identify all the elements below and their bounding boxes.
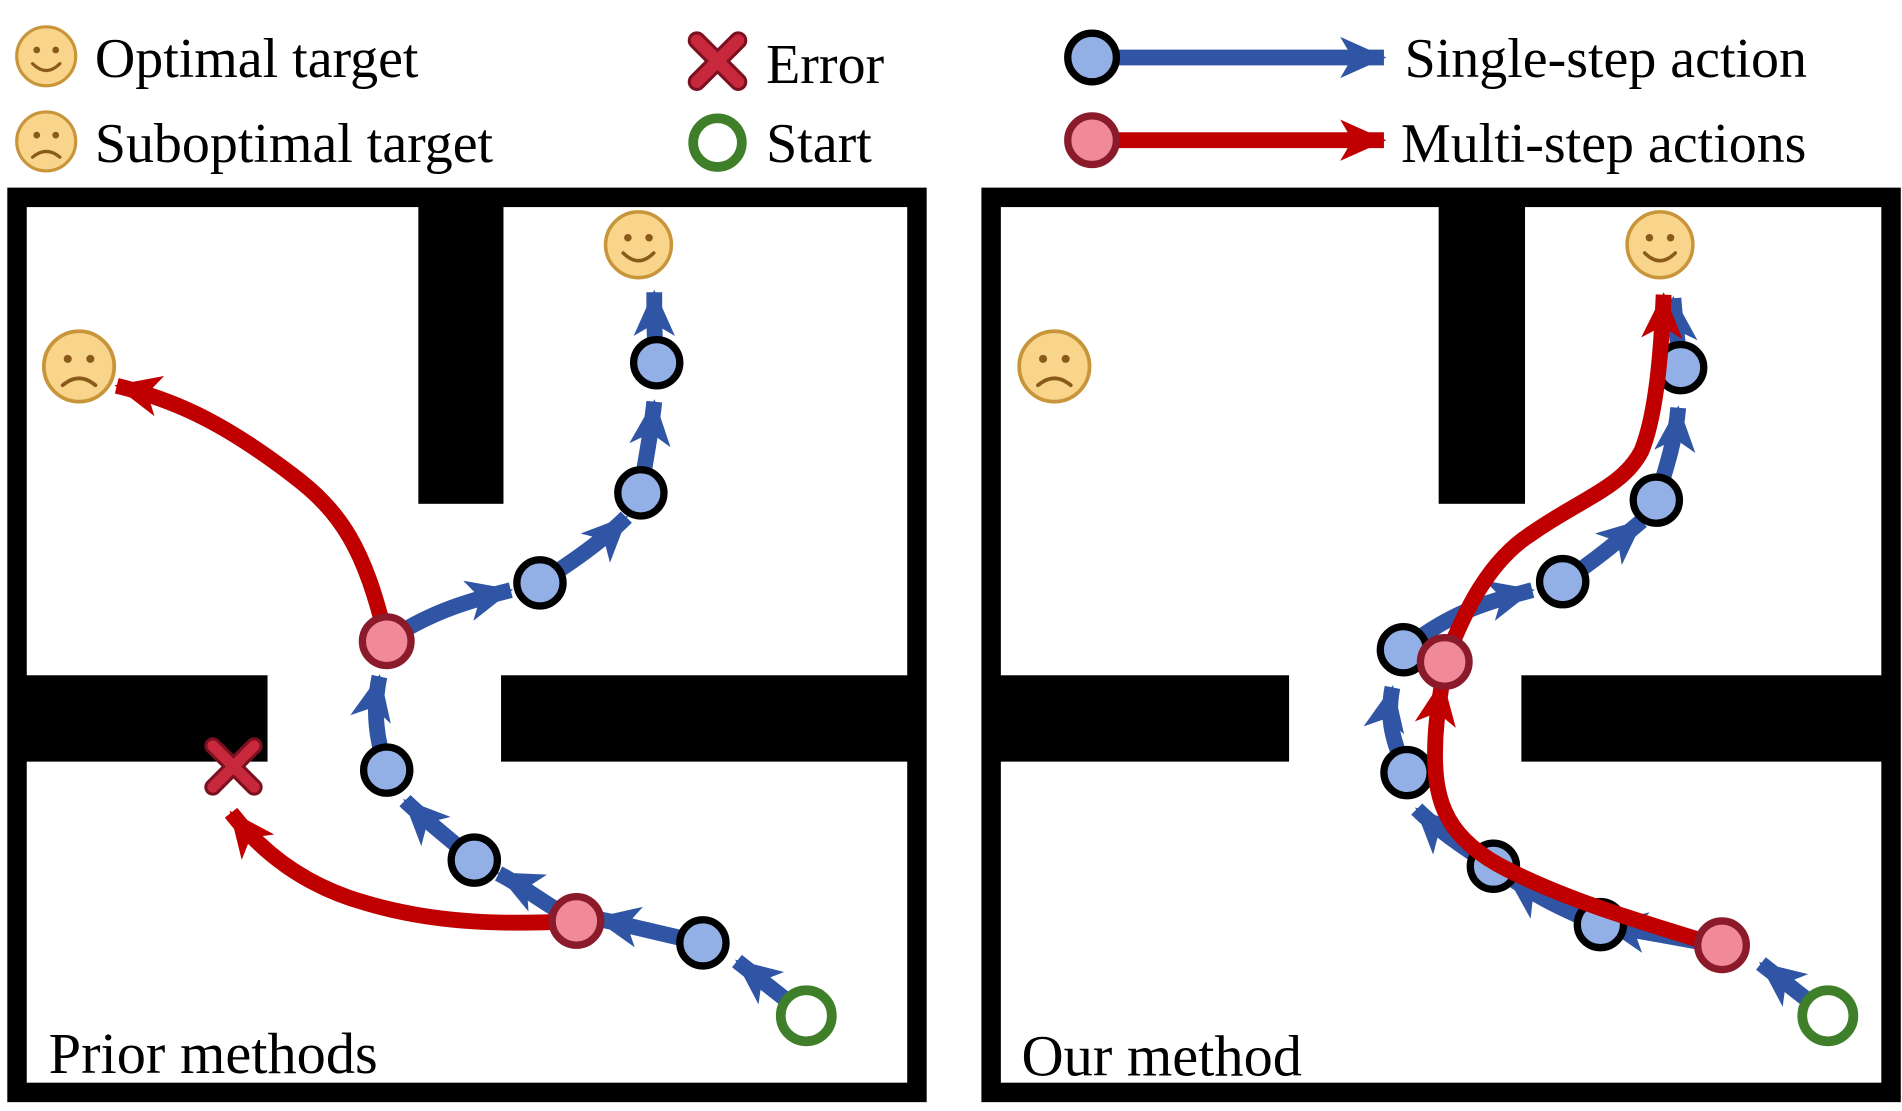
legend-suboptimal-label: Suboptimal target (95, 113, 494, 175)
single-step-node (614, 466, 668, 520)
multi-step-node (548, 892, 605, 949)
start-circle-icon (1797, 985, 1859, 1047)
panel-label-prior: Prior methods (49, 1021, 378, 1086)
start-circle-icon (688, 113, 747, 172)
single-step-node (1535, 554, 1590, 609)
legend-single-label: Single-step action (1405, 28, 1807, 90)
maze-wall (501, 675, 917, 762)
optimal-target-icon (603, 210, 674, 280)
legend: Optimal target Suboptimal target Error S… (15, 25, 1807, 175)
smiley-face-icon (15, 25, 78, 88)
maze-wall (991, 675, 1290, 762)
suboptimal-target-icon (41, 329, 117, 404)
multi-step-node (1416, 633, 1473, 690)
panel-label-ours: Our method (1022, 1023, 1302, 1088)
multi-step-node (1694, 917, 1750, 974)
single-step-node (629, 335, 684, 390)
legend-start-label: Start (766, 113, 872, 175)
single-step-node (676, 916, 730, 970)
single-step-node (359, 743, 414, 797)
panel-our-method: Our method (981, 187, 1901, 1103)
single-step-arrow-icon (1064, 29, 1387, 86)
multi-step-arrow (1437, 292, 1683, 665)
multi-step-arrow (224, 807, 577, 931)
frowny-face-icon (15, 110, 78, 173)
maze-wall (17, 675, 268, 762)
maze-wall (1438, 197, 1526, 504)
error-cross-icon (687, 31, 748, 91)
multi-step-node (358, 613, 415, 670)
maze-wall (418, 197, 504, 504)
single-step-node (1629, 473, 1684, 527)
legend-multi-label: Multi-step actions (1401, 113, 1807, 175)
multi-step-arrow (114, 376, 395, 644)
maze-wall (1521, 675, 1892, 762)
legend-error-label: Error (766, 34, 884, 96)
multi-step-arrow (1414, 678, 1720, 953)
start-circle-icon (775, 985, 837, 1047)
single-step-node (513, 556, 567, 610)
panel-prior-methods: Prior methods (7, 187, 927, 1103)
single-step-node (447, 833, 502, 887)
multi-step-arrow-icon (1064, 112, 1387, 169)
legend-optimal-label: Optimal target (95, 28, 419, 90)
optimal-target-icon (1625, 210, 1695, 280)
suboptimal-target-icon (1017, 329, 1092, 404)
error-cross-icon (204, 737, 263, 796)
single-step-node (1380, 745, 1434, 800)
